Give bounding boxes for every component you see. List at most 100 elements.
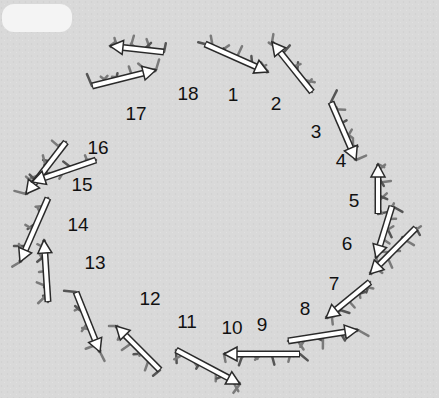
dipole-arrows [19, 40, 416, 384]
callout-number: 10 [221, 318, 242, 337]
molecules [12, 34, 421, 393]
arrow-head [32, 171, 47, 184]
arrow-shaft [336, 283, 369, 310]
arrow-head [142, 66, 156, 80]
arrow-head [225, 372, 240, 384]
arrow-shaft-outline [288, 332, 345, 341]
arrow-shaft [380, 207, 392, 246]
callout-number: 5 [349, 191, 360, 210]
molecule-stick [87, 74, 92, 86]
arrow-shaft-outline [123, 47, 164, 52]
dipole-arrow [370, 228, 416, 274]
dipole-arrow [19, 198, 48, 262]
arrow-head [272, 42, 286, 57]
arrow-head [253, 60, 268, 73]
arrow-head [110, 40, 124, 54]
molecule-stick [14, 191, 26, 194]
callout-number: 14 [67, 215, 88, 234]
molecule-stick [358, 330, 368, 336]
dipole-arrow [76, 292, 102, 352]
arrow-shaft [331, 103, 350, 148]
callout-number: 16 [87, 138, 108, 157]
dipole-arrow [224, 347, 300, 361]
callout-number: 4 [336, 151, 347, 170]
arrow-shaft-outline [280, 52, 312, 92]
arrow-shaft-outline [45, 253, 48, 302]
arrow-shaft-outline [380, 206, 392, 246]
callout-number: 11 [177, 312, 197, 331]
dipole-arrow [26, 142, 66, 194]
arrow-shaft [123, 47, 163, 51]
arrow-shaft [376, 177, 380, 213]
arrow-shaft-outline [379, 228, 416, 265]
dipole-arrow [371, 164, 385, 214]
callout-number: 18 [177, 84, 198, 103]
dipole-arrow [176, 350, 240, 384]
callout-number: 3 [311, 122, 322, 141]
arrow-shaft [379, 229, 415, 265]
molecule-backbone [26, 142, 66, 194]
molecule-stick [331, 90, 337, 102]
arrow-head [19, 247, 32, 262]
callout-number: 9 [257, 315, 268, 334]
molecule-stick [272, 34, 273, 42]
arrow-shaft-outline [205, 44, 256, 67]
arrow-head [224, 347, 237, 361]
arrow-shaft-outline [76, 292, 95, 340]
molecule-stick [12, 262, 20, 267]
callout-number: 12 [139, 289, 160, 308]
arrow-shaft-outline [336, 282, 370, 310]
arrow-shaft-outline [25, 198, 48, 250]
molecule-backbone [272, 42, 312, 92]
callout-number: 13 [84, 253, 105, 272]
arrow-head [344, 145, 357, 160]
arrow-shaft [25, 199, 47, 250]
molecule-stick [300, 354, 308, 360]
molecule-stick [156, 59, 159, 70]
arrow-shaft-outline [331, 102, 351, 148]
callout-number: 17 [125, 104, 146, 123]
molecule-stick [164, 43, 166, 52]
arrow-shaft-outline [176, 350, 229, 378]
arrow-shaft [237, 352, 299, 356]
dipole-arrow [272, 42, 312, 92]
arrow-shaft [76, 293, 95, 340]
arrow-head [38, 240, 52, 253]
arrow-shaft [93, 73, 143, 86]
callout-number: 8 [300, 299, 311, 318]
arrow-shaft [45, 253, 48, 301]
arrow-head [371, 164, 385, 177]
arrow-shaft [280, 52, 311, 91]
callout-number: 2 [271, 94, 282, 113]
dipole-arrow [116, 326, 160, 370]
arrow-head [89, 337, 102, 352]
callout-number: 15 [71, 175, 92, 194]
arrow-head [370, 260, 384, 274]
dipole-arrow [205, 44, 268, 73]
arrow-head [116, 326, 130, 340]
molecule-stick [64, 291, 76, 292]
arrow-shaft-outline [237, 351, 300, 358]
dipole-arrow [288, 325, 358, 341]
callout-number: 1 [228, 85, 239, 104]
arrow-shaft-outline [375, 177, 382, 214]
dipole-arrow [38, 240, 52, 302]
molecule-backbone [116, 326, 160, 370]
arrow-shaft [289, 332, 345, 341]
arrow-shaft-outline [125, 335, 160, 370]
callout-number: 6 [342, 234, 353, 253]
arrow-head [344, 325, 358, 339]
dipole-arrow [110, 40, 164, 54]
callout-number: 7 [329, 274, 340, 293]
molecule-backbone [370, 228, 416, 274]
molecule-stick [109, 325, 116, 328]
arrow-shaft-outline [92, 73, 143, 86]
molecule-stick [198, 42, 205, 44]
arrow-shaft [125, 335, 159, 369]
molecule-stick [100, 352, 105, 361]
dipole-arrow [92, 66, 156, 86]
arrow-shaft [177, 350, 229, 377]
